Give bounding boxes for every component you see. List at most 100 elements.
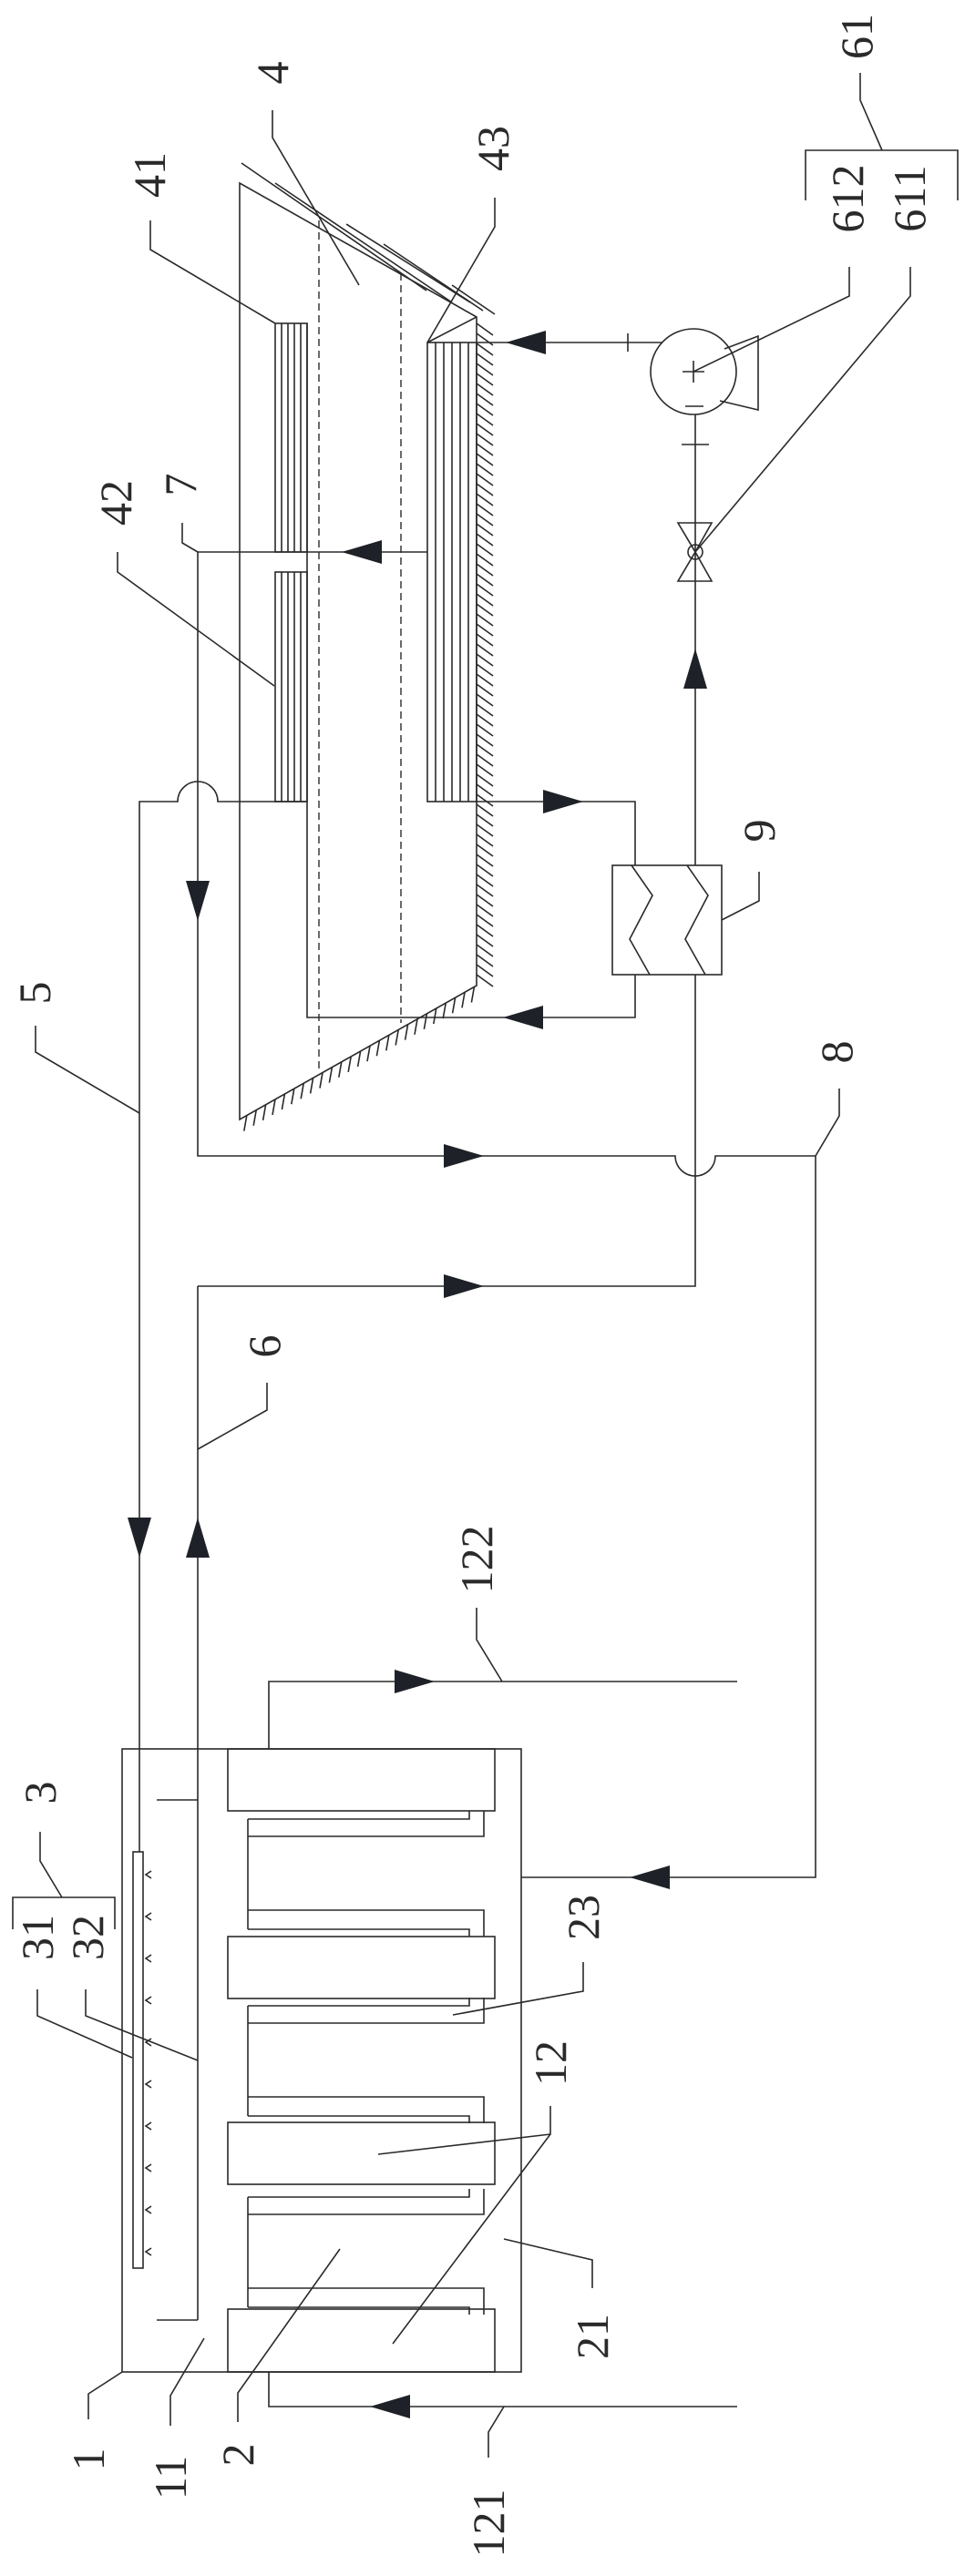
- hatch-line: [376, 1040, 379, 1056]
- stack-41: [275, 323, 307, 552]
- leader-line: [272, 110, 359, 285]
- hatch-line: [477, 955, 493, 966]
- hatch-line: [477, 414, 493, 425]
- nozzle-icon: [146, 1955, 151, 1962]
- nozzle-icon: [146, 2248, 151, 2255]
- channel-23: [248, 2189, 484, 2315]
- flow-arrow-icon: [395, 1670, 435, 1693]
- flow-arrow-icon: [186, 1518, 210, 1558]
- pipe-8: [521, 1156, 816, 1877]
- stack-42: [275, 572, 307, 802]
- hatch-line: [477, 644, 493, 656]
- nozzle-icon: [146, 1997, 151, 2004]
- hatch-line: [477, 574, 493, 586]
- hatch-line: [395, 1030, 398, 1046]
- hatch-line: [477, 794, 493, 806]
- leader-line: [488, 2407, 504, 2458]
- hatch-line: [406, 1025, 408, 1040]
- leader-line: [238, 2249, 340, 2422]
- hatch-line: [477, 514, 493, 526]
- hatch-line: [275, 183, 452, 302]
- hatch-line: [477, 404, 493, 415]
- heat-exchanger-coil: [685, 865, 708, 975]
- hatch-line: [477, 965, 493, 976]
- label-23: 23: [558, 1895, 609, 1940]
- pipe-121: [269, 2372, 737, 2407]
- label-6: 6: [239, 1335, 290, 1358]
- flow-arrow-icon: [630, 1866, 670, 1889]
- leader-line: [722, 872, 759, 920]
- pump-outlet-pipe: [477, 333, 662, 352]
- hatch-line: [424, 1014, 426, 1029]
- hatch-line: [477, 474, 493, 486]
- label-61: 61: [831, 14, 882, 59]
- leader-line: [40, 1832, 62, 1897]
- heat-exchanger-9: [612, 865, 722, 975]
- hatch-line: [311, 1078, 313, 1093]
- hatch-line: [477, 524, 493, 536]
- hatch-line: [477, 323, 493, 335]
- hatch-line: [477, 945, 493, 956]
- label-4: 4: [247, 62, 298, 85]
- hatch-line: [477, 534, 493, 546]
- hatch-line: [477, 434, 493, 445]
- hatch-line: [282, 1094, 284, 1109]
- hatch-line: [477, 624, 493, 636]
- hatch-line: [477, 504, 493, 516]
- hatch-line: [477, 694, 493, 706]
- leader-line: [378, 2106, 550, 2344]
- nozzle-icon: [146, 1871, 151, 1878]
- hatch-line: [477, 674, 493, 686]
- leader-line: [504, 2239, 592, 2288]
- pipe-7: [198, 552, 816, 1176]
- heat-exchanger-coil: [630, 865, 652, 975]
- hatch-line: [477, 784, 493, 796]
- hatch-line: [272, 1099, 275, 1115]
- label-32: 32: [62, 1915, 113, 1960]
- label-121: 121: [463, 2489, 514, 2558]
- hatch-line: [477, 594, 493, 606]
- label-122: 122: [451, 1526, 502, 1594]
- label-42: 42: [90, 480, 141, 526]
- hatch-line: [477, 864, 493, 876]
- hatch-line: [477, 454, 493, 465]
- flow-arrow-icon: [543, 790, 583, 813]
- hatch-line: [244, 1116, 247, 1131]
- label-12: 12: [525, 2040, 576, 2086]
- nozzle-icon: [146, 2080, 151, 2088]
- plate-12: [228, 2309, 495, 2372]
- hatch-line: [477, 894, 493, 906]
- label-3: 3: [15, 1782, 66, 1804]
- diagram-geometry: [13, 73, 958, 2458]
- flow-arrow-icon: [370, 2395, 410, 2418]
- label-5: 5: [9, 982, 60, 1005]
- hatch-line: [477, 714, 493, 726]
- hatch-line: [415, 1019, 417, 1035]
- flow-arrow-icon: [506, 331, 546, 354]
- housing-1: [122, 1749, 521, 2372]
- channel-23: [248, 1811, 484, 1937]
- hatch-line: [477, 654, 493, 666]
- leader-line: [170, 2338, 204, 2426]
- leader-line: [693, 267, 849, 372]
- nozzle-icon: [146, 1913, 151, 1920]
- hatch-line: [263, 1105, 266, 1120]
- hatch-line: [477, 424, 493, 435]
- label-612: 612: [822, 165, 873, 233]
- leader-line: [118, 552, 274, 686]
- hatch-line: [477, 764, 493, 776]
- pipe-122: [269, 1682, 737, 1749]
- plate-12: [228, 1937, 495, 1998]
- hatch-line: [477, 975, 493, 986]
- hatch-line: [477, 744, 493, 756]
- hatch-line: [477, 554, 493, 566]
- hatch-line: [477, 383, 493, 395]
- hatch-line: [477, 884, 493, 896]
- channel-23: [248, 1998, 484, 2123]
- leader-line: [37, 1989, 132, 2058]
- hatch-line: [471, 986, 474, 1002]
- hatch-line: [477, 494, 493, 506]
- label-2: 2: [212, 2444, 263, 2467]
